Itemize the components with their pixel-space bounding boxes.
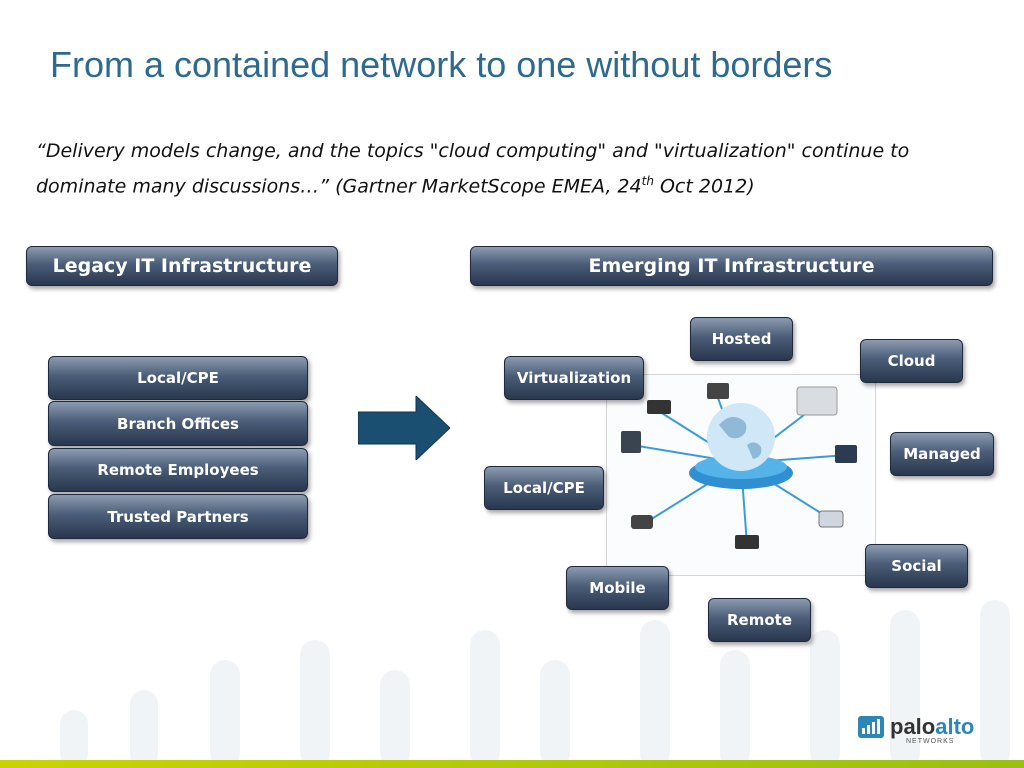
legacy-item-local-cpe: Local/CPE xyxy=(48,356,308,400)
logo-word-palo: palo xyxy=(890,714,936,739)
emerging-item-managed: Managed xyxy=(890,432,994,476)
quote-superscript: th xyxy=(641,174,654,188)
emerging-item-virtualization: Virtualization xyxy=(504,356,644,400)
quote-part2: Oct 2012) xyxy=(653,175,755,198)
emerging-item-cloud: Cloud xyxy=(860,339,963,383)
right-arrow-icon xyxy=(358,396,450,460)
legacy-item-remote-employees: Remote Employees xyxy=(48,448,308,492)
background-watermark xyxy=(60,600,1010,768)
logo-word-alto: alto xyxy=(935,714,975,739)
quote-part1: “Delivery models change, and the topics … xyxy=(36,140,910,198)
emerging-item-local-cpe: Local/CPE xyxy=(484,466,604,510)
emerging-item-social: Social xyxy=(865,544,968,588)
emerging-item-mobile: Mobile xyxy=(566,566,669,610)
logo-subtitle: NETWORKS xyxy=(906,738,955,745)
palo-alto-logo: paloalto xyxy=(858,716,974,738)
emerging-header: Emerging IT Infrastructure xyxy=(470,246,993,286)
legacy-header: Legacy IT Infrastructure xyxy=(26,246,338,286)
emerging-item-remote: Remote xyxy=(708,598,811,642)
network-globe-illustration xyxy=(606,374,876,576)
emerging-item-hosted: Hosted xyxy=(690,317,793,361)
legacy-item-branch-offices: Branch Offices xyxy=(48,401,308,446)
legacy-item-trusted-partners: Trusted Partners xyxy=(48,494,308,539)
footer-accent-bar xyxy=(0,760,1024,768)
slide-title: From a contained network to one without … xyxy=(50,44,833,85)
quote-text: “Delivery models change, and the topics … xyxy=(36,136,996,201)
logo-wordmark: paloalto xyxy=(890,714,975,739)
palo-alto-mark-icon xyxy=(858,716,884,738)
